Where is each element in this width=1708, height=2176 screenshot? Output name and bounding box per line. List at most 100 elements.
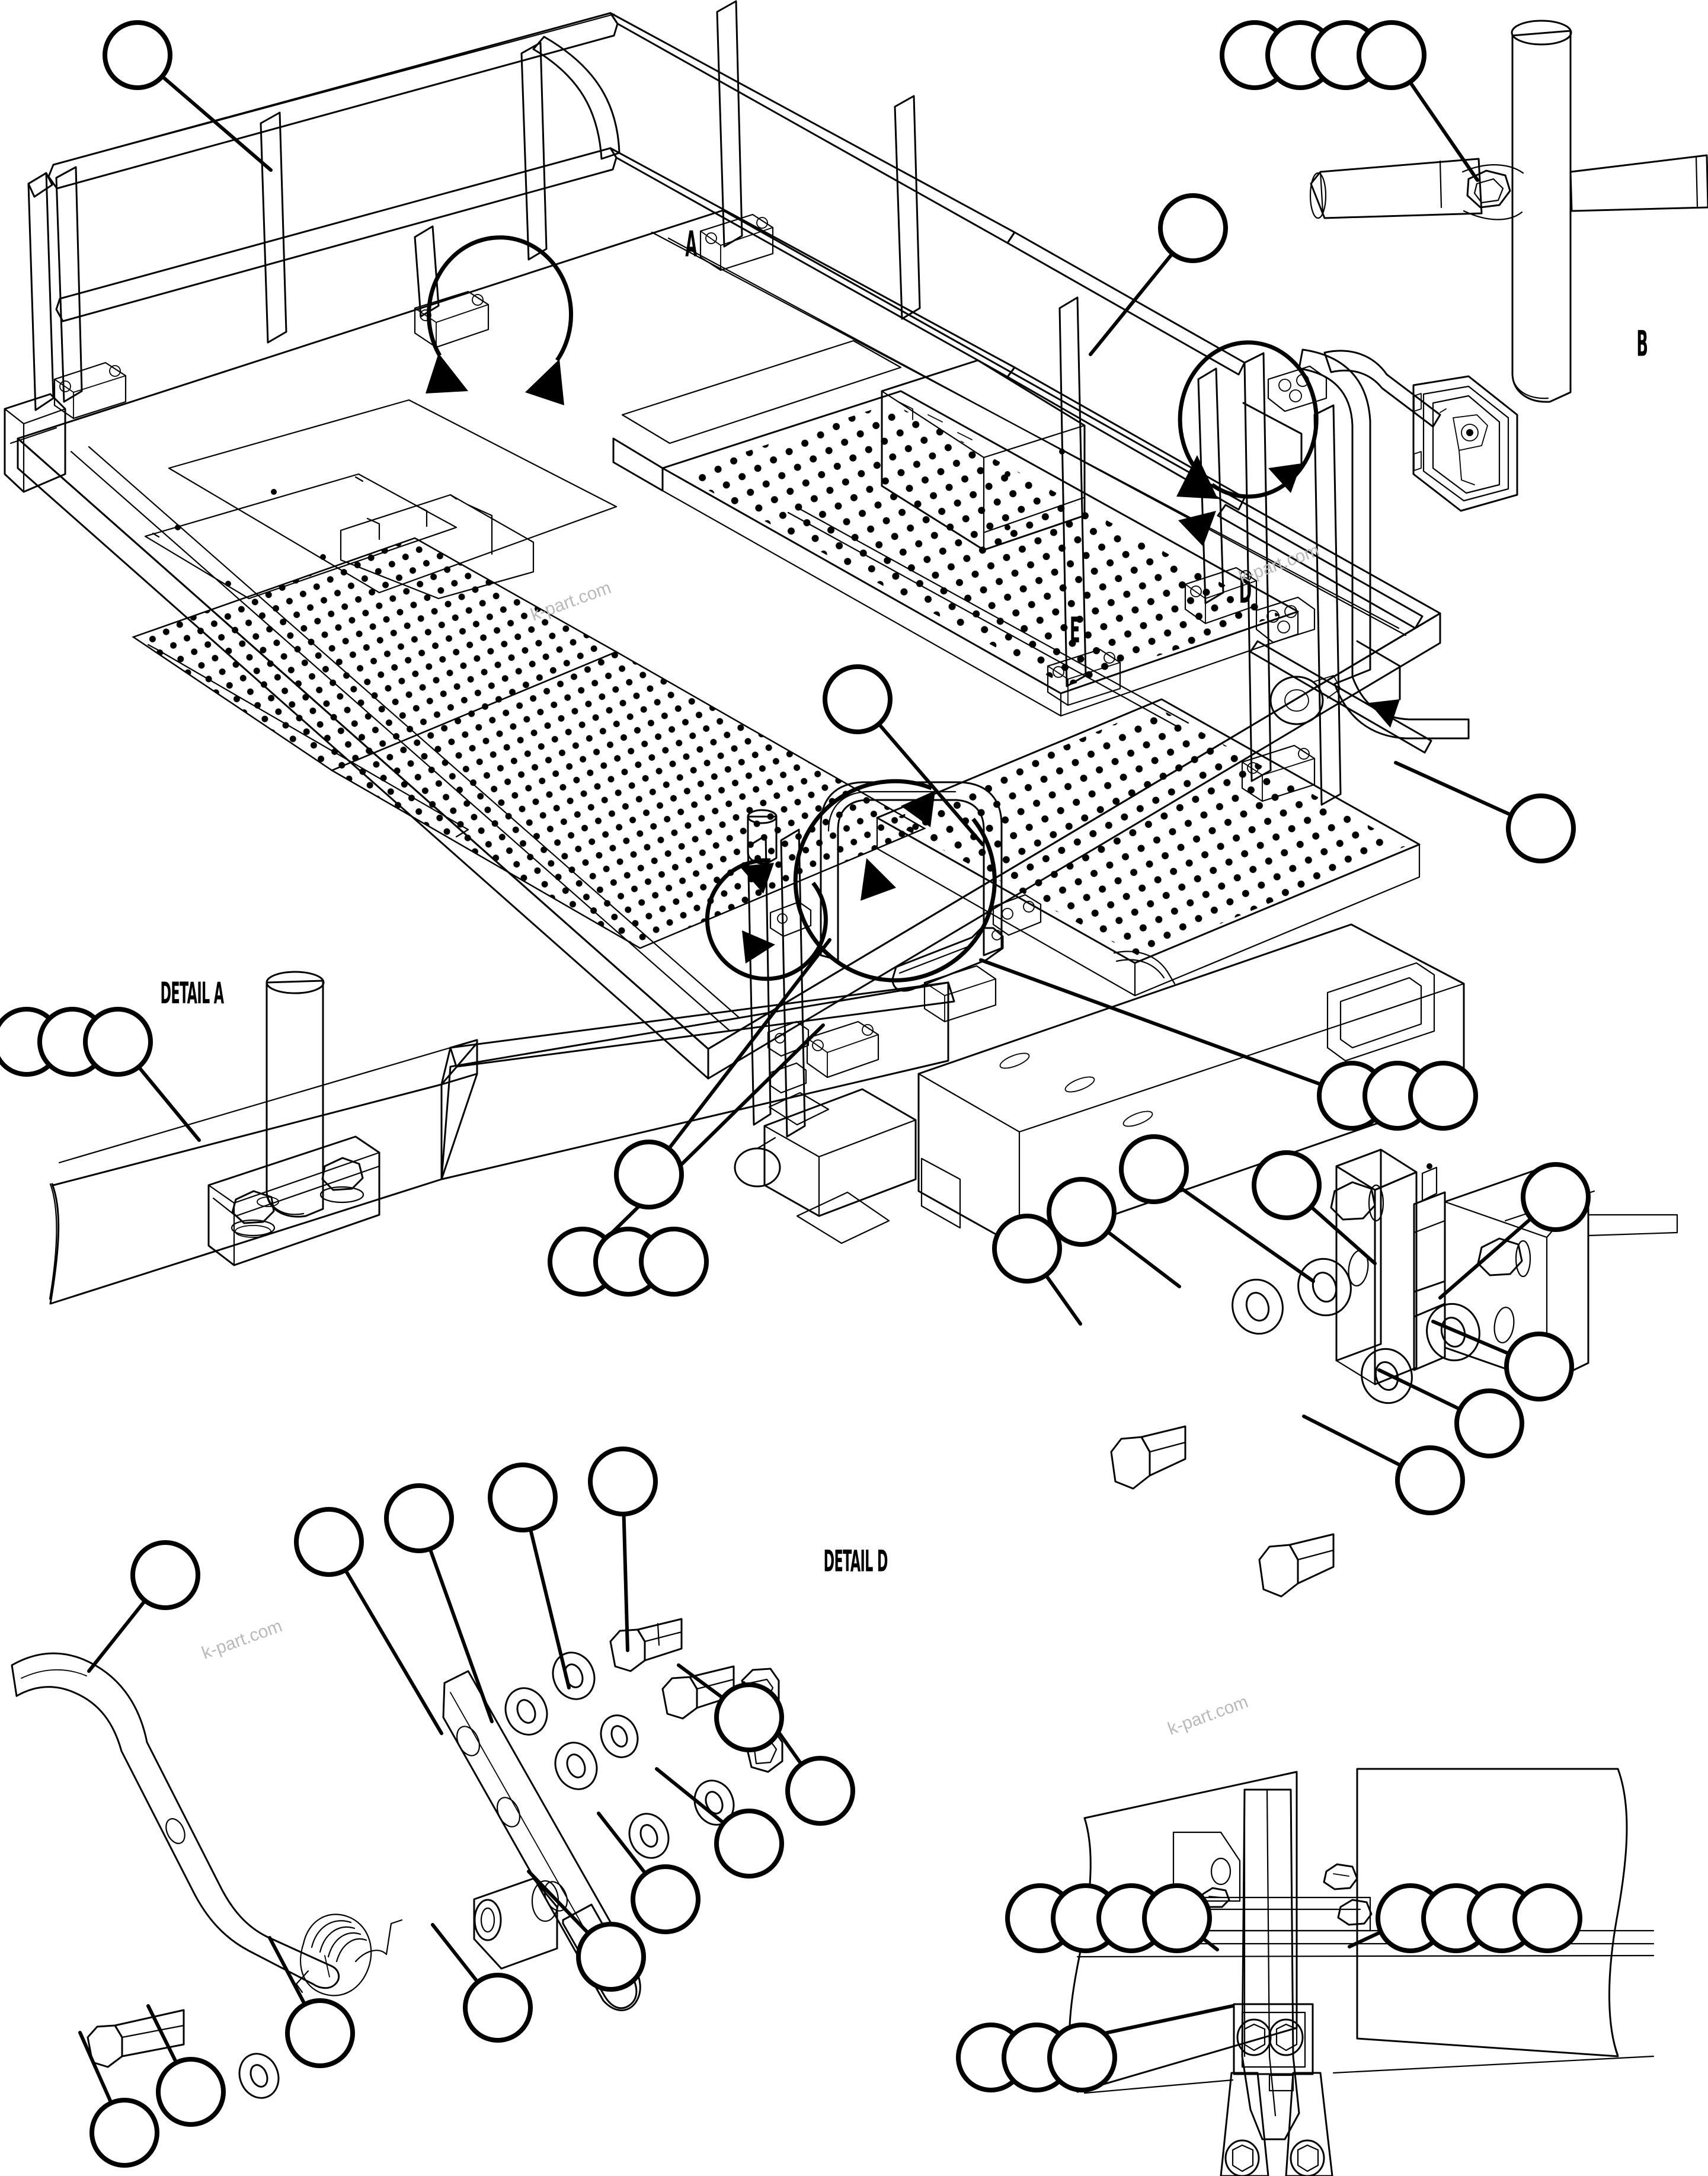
section-marker-d [793, 779, 997, 983]
callout-bubble[interactable] [1047, 1177, 1117, 1247]
callout-circle[interactable] [1408, 1061, 1478, 1131]
callout-leader-line [528, 1526, 571, 1689]
callout-bubble[interactable] [1512, 1883, 1582, 1953]
detail-e-bolt-2 [1258, 1533, 1335, 1598]
callout-circle[interactable] [83, 1007, 153, 1077]
callout-bubble[interactable] [1047, 2023, 1117, 2092]
view-title-detail_a: DETAIL A [160, 976, 224, 1010]
detail-e-washer-4 [1361, 1348, 1413, 1404]
detail-a-bolt-rear [319, 1157, 364, 1204]
callout-bubble[interactable] [83, 1007, 153, 1077]
callout-circle[interactable] [714, 1809, 784, 1879]
stanchion-group-rear [55, 0, 921, 403]
callout-bubble[interactable] [89, 2098, 159, 2168]
section-marker-b-1: B [1636, 324, 1648, 365]
callout-bubble[interactable] [1506, 793, 1576, 863]
callout-bubble[interactable] [639, 1227, 709, 1297]
callout-bubble[interactable] [463, 1973, 533, 2043]
callout-bubble[interactable] [1395, 1445, 1465, 1515]
callout-bubble[interactable] [1142, 1883, 1212, 1953]
callout-circle[interactable] [130, 1540, 200, 1610]
callout-bubble[interactable] [1252, 1150, 1322, 1220]
callout-circle[interactable] [1512, 1883, 1582, 1953]
callout-bubble[interactable] [631, 1864, 701, 1934]
callout-bubble[interactable] [992, 1214, 1062, 1284]
callout-circle[interactable] [384, 1483, 454, 1553]
section-marker-a [426, 235, 574, 405]
callout-circle[interactable] [1252, 1150, 1322, 1220]
detail-d-washer-a [504, 1687, 548, 1736]
callout-circle[interactable] [1119, 1134, 1189, 1204]
callout-circle[interactable] [463, 1973, 533, 2043]
callout-bubble[interactable] [1357, 20, 1426, 90]
callout-circle[interactable] [285, 1998, 355, 2068]
callout-leader-line [146, 2004, 179, 2066]
callout-bubble[interactable] [588, 1447, 658, 1516]
callout-leader-line [159, 73, 273, 172]
callout-leader-line [622, 1511, 629, 1652]
detail-d-spacer [473, 1877, 559, 1970]
callout-leader-line [1105, 1229, 1181, 1288]
callout-leader-line [677, 1663, 726, 1701]
callout-circle[interactable] [588, 1447, 658, 1516]
callout-leader-line [979, 958, 1325, 1087]
callout-circle[interactable] [1454, 1388, 1524, 1458]
callout-circle[interactable] [488, 1463, 558, 1532]
callout-bubble[interactable] [130, 1540, 200, 1610]
detail-d-washer-b [552, 1652, 596, 1700]
callout-circle[interactable] [823, 664, 893, 734]
detail-e-bolt-1 [1110, 1425, 1186, 1490]
callout-circle[interactable] [785, 1756, 855, 1826]
callout-leader-line [1302, 1415, 1404, 1468]
callout-leader-line [527, 1870, 591, 1936]
callout-circle[interactable] [639, 1227, 709, 1297]
callout-circle[interactable] [294, 1507, 364, 1577]
callout-circle[interactable] [1521, 1162, 1591, 1232]
callout-bubble[interactable] [103, 20, 172, 90]
callout-circle[interactable] [576, 1922, 646, 1992]
callout-circle[interactable] [1395, 1445, 1465, 1515]
callout-circle[interactable] [103, 20, 172, 90]
callout-bubble[interactable] [384, 1483, 454, 1553]
detail-a-view [49, 971, 955, 1305]
callout-circle[interactable] [1142, 1883, 1212, 1953]
callout-bubble[interactable] [294, 1507, 364, 1577]
callout-bubble[interactable] [576, 1922, 646, 1992]
section-marker-e-5: E [1070, 610, 1080, 651]
section-marker-d-4: D [1239, 571, 1252, 612]
callout-bubble[interactable] [614, 1140, 684, 1209]
callout-bubble[interactable] [1521, 1162, 1591, 1232]
callout-bubble[interactable] [156, 2057, 226, 2127]
callout-bubble[interactable] [1454, 1388, 1524, 1458]
callout-bubble[interactable] [488, 1463, 558, 1532]
callout-circle[interactable] [1047, 1177, 1117, 1247]
callout-circle[interactable] [1047, 2023, 1117, 2092]
callout-bubble[interactable] [714, 1809, 784, 1879]
detail-e-washer-1 [1297, 1257, 1352, 1317]
callout-circle[interactable] [89, 2098, 159, 2168]
rear-step-panel [612, 340, 1299, 729]
callout-bubble[interactable] [1119, 1134, 1189, 1204]
callout-circle[interactable] [1506, 793, 1576, 863]
callout-bubble[interactable] [785, 1756, 855, 1826]
callout-bubble[interactable] [1158, 193, 1228, 263]
callout-bubble[interactable] [1504, 1332, 1574, 1401]
callout-circle[interactable] [1357, 20, 1426, 90]
callout-circle[interactable] [992, 1214, 1062, 1284]
callout-leader-line [666, 938, 831, 1152]
callout-bubble[interactable] [714, 1682, 784, 1752]
callout-circle[interactable] [156, 2057, 226, 2127]
callout-bubble[interactable] [285, 1998, 355, 2068]
callout-circle[interactable] [631, 1864, 701, 1934]
control-box [881, 359, 1086, 551]
callout-bubble[interactable] [823, 664, 893, 734]
callout-circle[interactable] [614, 1140, 684, 1209]
detail-d-washer-e [628, 1813, 670, 1859]
callout-circle[interactable] [1504, 1332, 1574, 1401]
callout-bubble[interactable] [1408, 1061, 1478, 1131]
callout-circle[interactable] [1158, 193, 1228, 263]
callout-circle[interactable] [714, 1682, 784, 1752]
front-hitch-stub [734, 1088, 917, 1244]
